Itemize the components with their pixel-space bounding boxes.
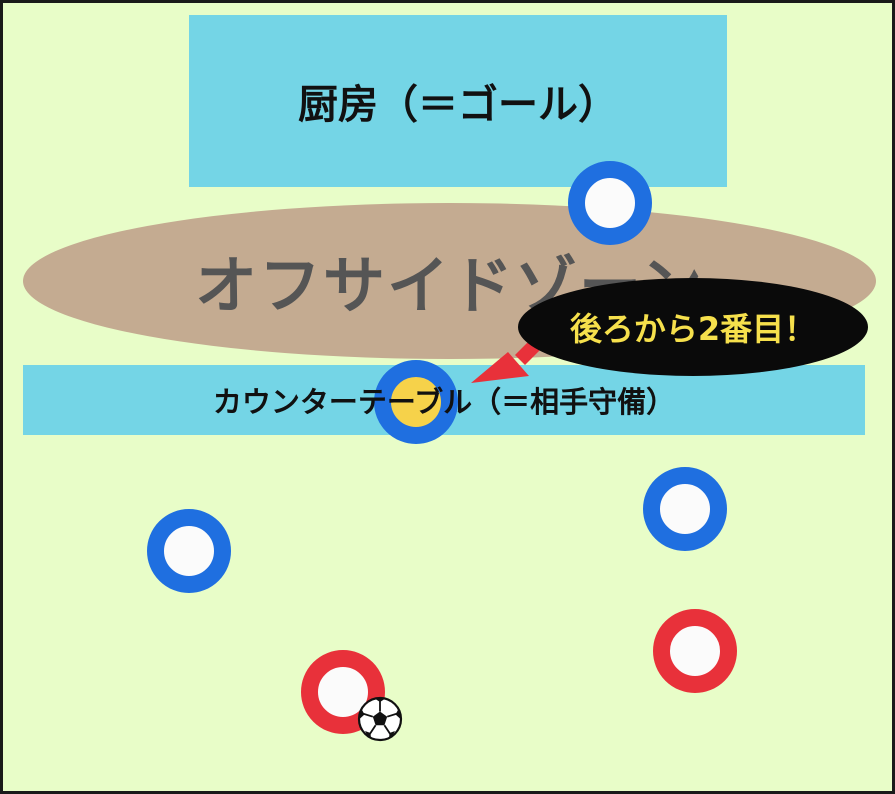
kitchen-label: 厨房（＝ゴール） xyxy=(298,82,618,128)
soccer-ball-icon xyxy=(357,696,403,742)
counter-table-label: カウンターテーブル（＝相手守備） xyxy=(212,385,676,419)
arrow-icon xyxy=(471,329,550,383)
callout-bubble: 後ろから2番目！ xyxy=(518,278,868,376)
kitchen-zone: 厨房（＝ゴール） xyxy=(189,15,727,187)
callout-label: 後ろから2番目！ xyxy=(569,310,817,348)
defender-left xyxy=(147,509,231,593)
